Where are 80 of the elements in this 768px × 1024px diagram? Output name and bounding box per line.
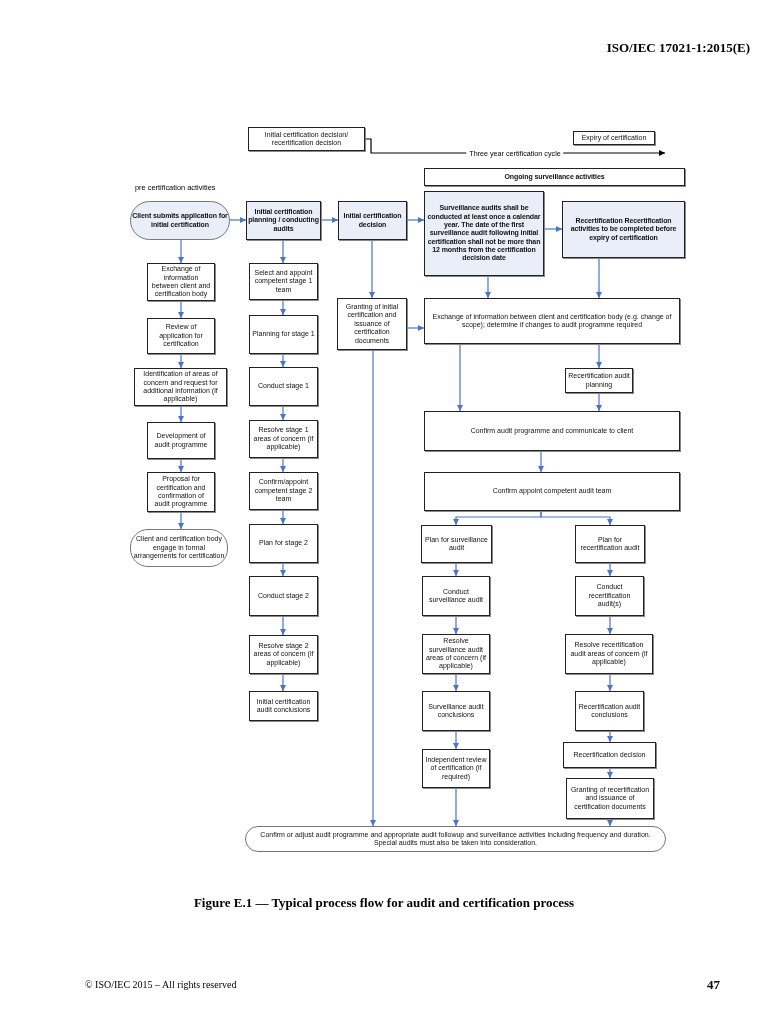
page-number: 47 xyxy=(706,977,720,993)
arrow xyxy=(178,458,184,473)
arrow xyxy=(280,673,286,692)
copyright-footer: © ISO/IEC 2015 – All rights reserved xyxy=(85,979,237,990)
arrow xyxy=(280,353,286,368)
arrow xyxy=(406,217,425,223)
arrow xyxy=(607,767,613,779)
arrow xyxy=(280,405,286,421)
arrow xyxy=(485,275,491,299)
arrow xyxy=(457,343,463,412)
arrow xyxy=(178,300,184,319)
arrow xyxy=(280,562,286,577)
arrow xyxy=(607,673,613,692)
arrow xyxy=(229,217,247,223)
process-box xyxy=(338,201,407,240)
process-box xyxy=(249,420,318,458)
process-box xyxy=(134,368,227,406)
milestone-box xyxy=(248,127,365,151)
process-box xyxy=(566,778,654,819)
arrow xyxy=(607,730,613,743)
arrow xyxy=(543,226,563,232)
arrow xyxy=(320,217,339,223)
arrow xyxy=(178,353,184,369)
process-box xyxy=(249,315,318,354)
arrow xyxy=(280,299,286,316)
process-box xyxy=(421,525,492,563)
arrow xyxy=(607,562,613,577)
arrow xyxy=(596,343,602,369)
process-box xyxy=(424,191,544,276)
arrow xyxy=(178,511,184,530)
process-box xyxy=(563,742,656,768)
arrow xyxy=(607,615,613,635)
process-box xyxy=(424,411,680,451)
arrow xyxy=(369,239,375,299)
process-box xyxy=(147,472,215,512)
process-box xyxy=(565,634,653,674)
milestone-box xyxy=(573,131,655,145)
process-box xyxy=(249,472,318,510)
arrow xyxy=(453,615,459,635)
process-box xyxy=(249,524,318,563)
arrow xyxy=(280,615,286,636)
process-box xyxy=(422,691,490,731)
process-box xyxy=(147,318,215,354)
process-box xyxy=(246,201,321,240)
arrow xyxy=(370,349,376,827)
arrow xyxy=(596,392,602,412)
arrow xyxy=(540,510,613,526)
arrow xyxy=(538,450,544,473)
process-box xyxy=(424,472,680,511)
arrow xyxy=(178,239,184,264)
end-terminal xyxy=(130,529,228,567)
process-box xyxy=(575,525,645,563)
start-terminal xyxy=(130,201,230,240)
process-box xyxy=(249,576,318,616)
arrow xyxy=(280,239,286,264)
arrow xyxy=(453,562,459,577)
process-box xyxy=(249,367,318,406)
process-box xyxy=(562,201,685,258)
page-header: ISO/IEC 17021-1:2015(E) xyxy=(605,40,750,56)
process-box xyxy=(575,576,644,616)
arrow xyxy=(178,405,184,423)
phase-box xyxy=(424,168,685,186)
arrow xyxy=(607,818,613,827)
arrow xyxy=(280,457,286,473)
process-box xyxy=(249,635,318,674)
process-box xyxy=(147,422,215,459)
arrow xyxy=(453,730,459,750)
arrow xyxy=(596,257,602,299)
process-box xyxy=(337,298,407,350)
arrow xyxy=(453,787,459,827)
arrow xyxy=(406,325,425,331)
figure-caption: Figure E.1 — Typical process flow for audit and certification process xyxy=(192,895,576,911)
process-box xyxy=(422,749,490,788)
arrow xyxy=(280,509,286,525)
process-box xyxy=(575,691,644,731)
process-box xyxy=(424,298,680,344)
end-terminal xyxy=(245,826,666,852)
process-box xyxy=(249,691,318,721)
process-box xyxy=(422,576,490,616)
arrow xyxy=(453,673,459,692)
